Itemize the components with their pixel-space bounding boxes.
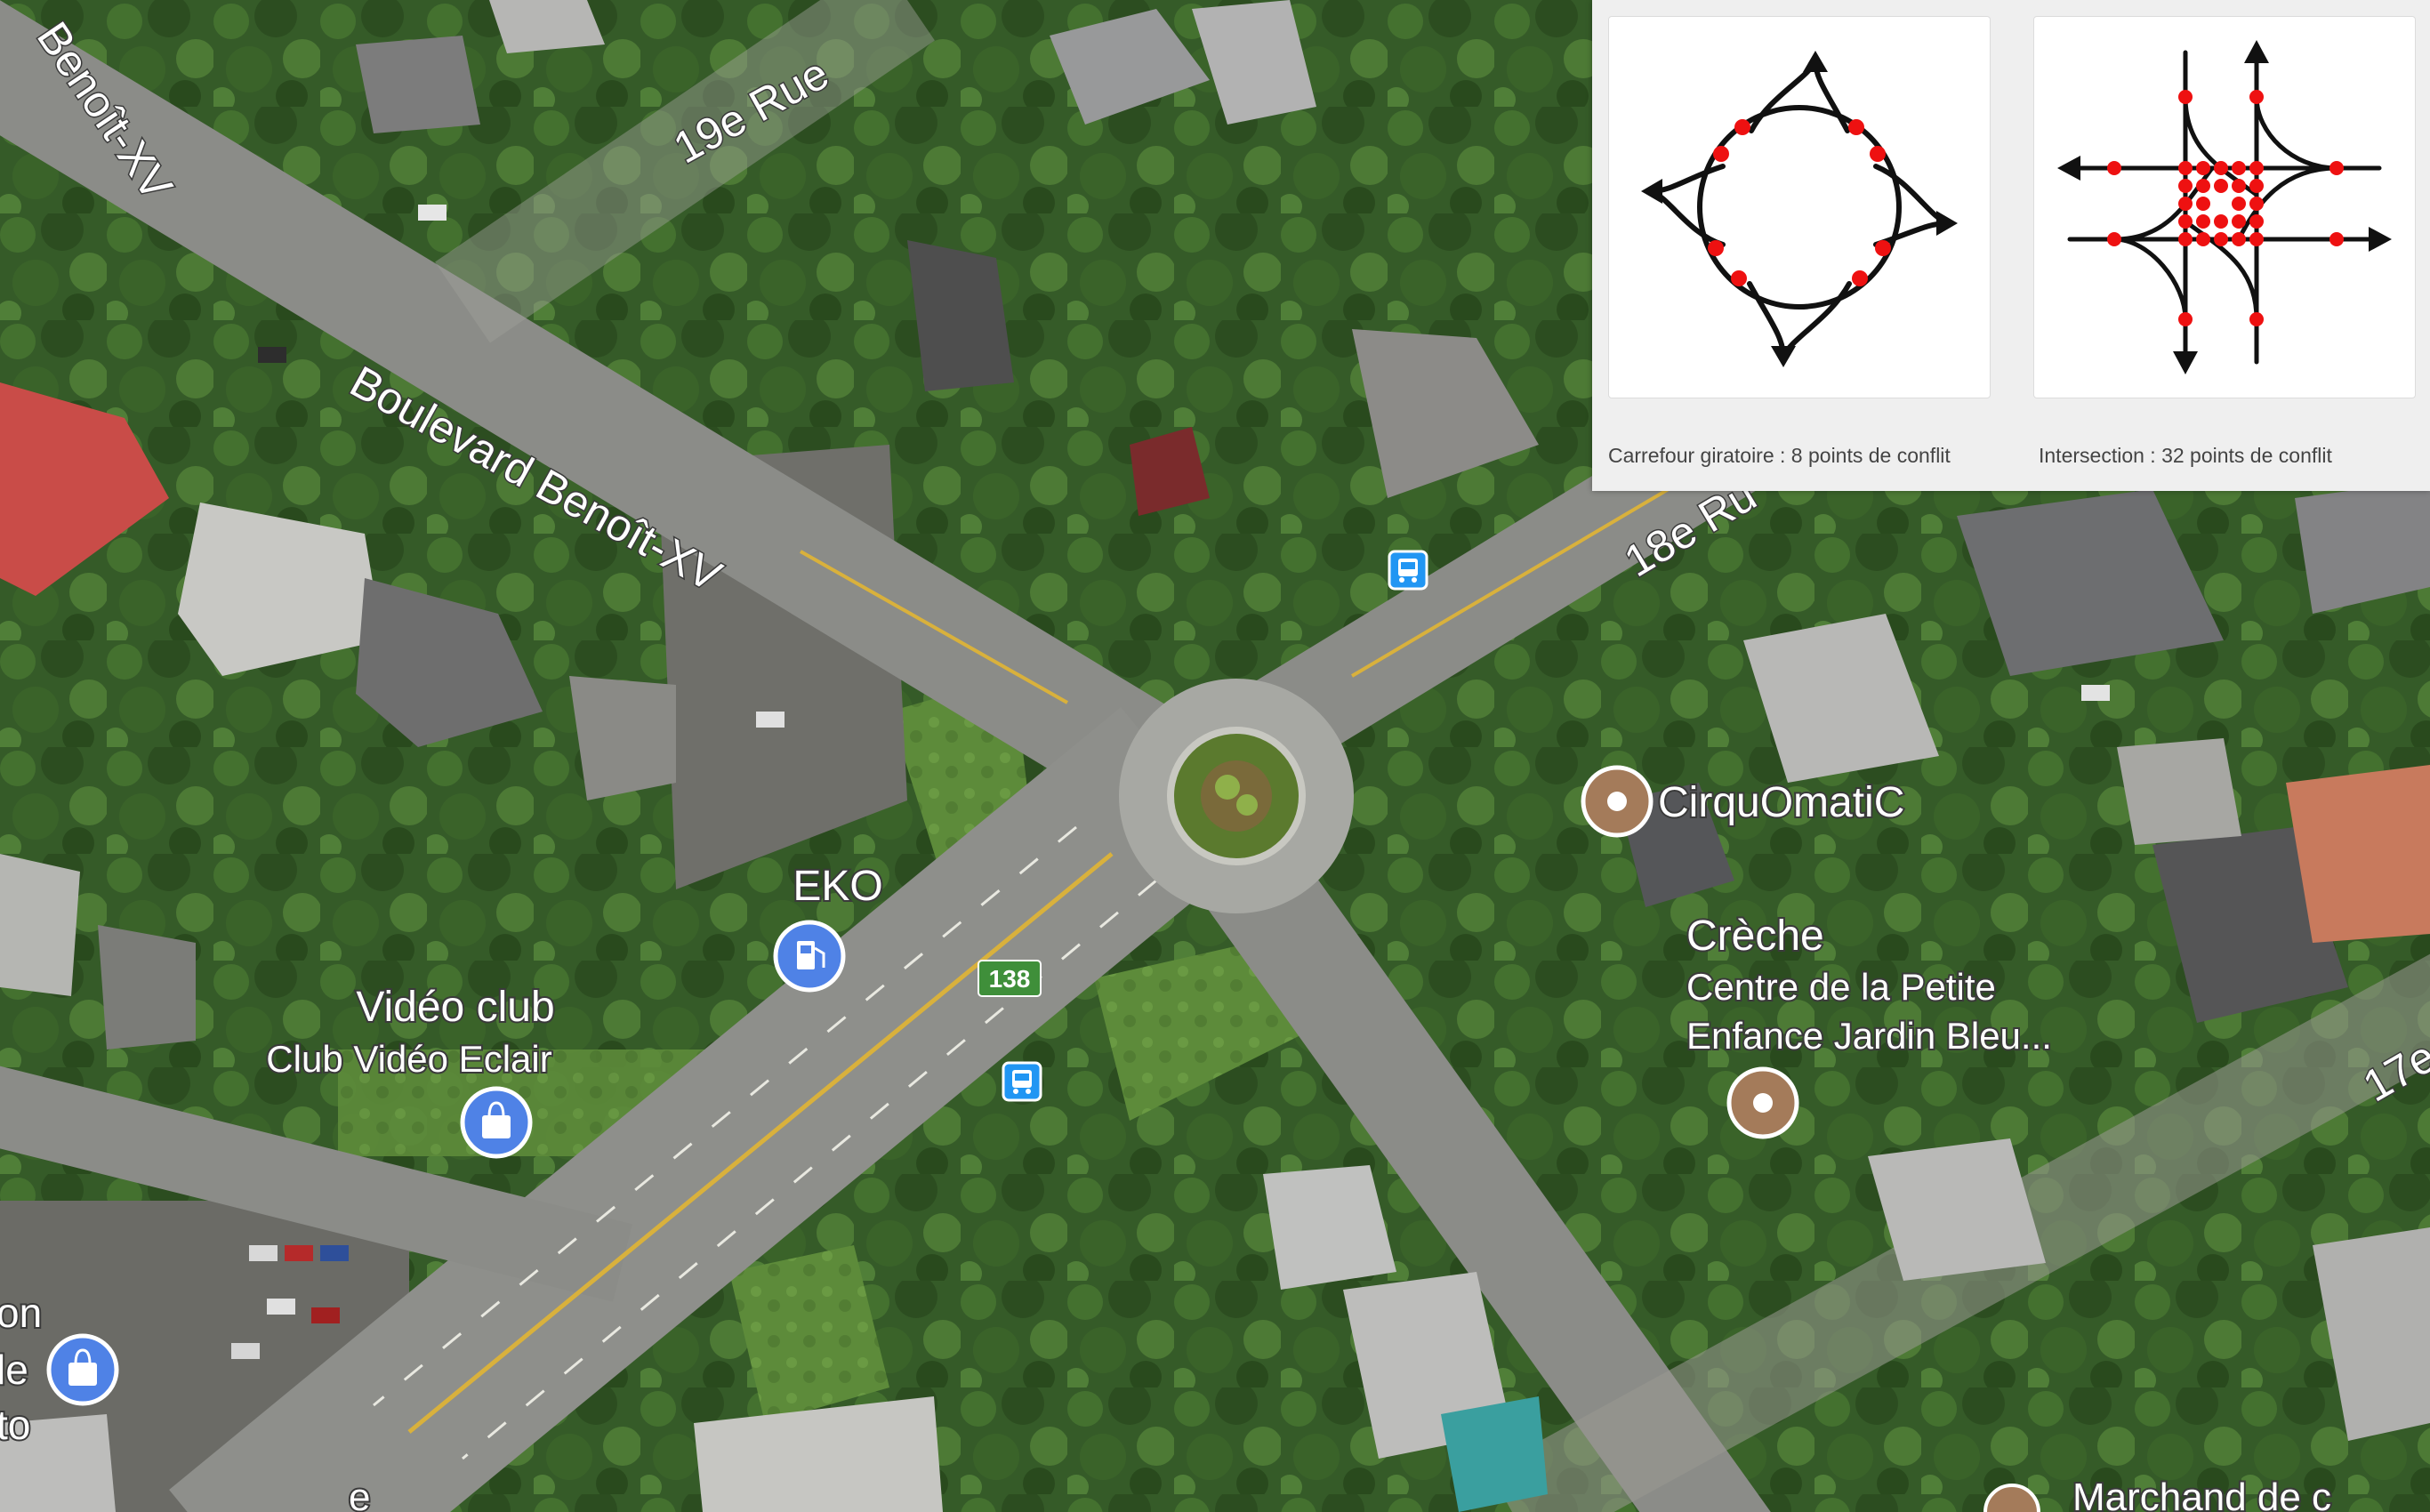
- roundabout-diagram-card: [1608, 16, 1991, 398]
- poi-label-bottom-partial: e: [349, 1476, 370, 1512]
- route-138-shield: 138: [978, 960, 1042, 997]
- roundabout-conflict-points: [1708, 119, 1891, 286]
- intersection-diagram: [2057, 40, 2392, 374]
- shopping-bag-icon[interactable]: [46, 1333, 119, 1406]
- bus-stop-icon[interactable]: [1388, 550, 1428, 591]
- poi-label-creche-name-1: Centre de la Petite: [1686, 966, 1996, 1008]
- poi-label-left-partial-2: le: [0, 1347, 28, 1393]
- gas-station-icon[interactable]: [773, 920, 846, 993]
- svg-text:138: 138: [989, 965, 1031, 993]
- poi-cirquomatic[interactable]: CirquOmatiC: [1581, 765, 1906, 838]
- intersection-caption: Intersection : 32 points de conflit: [2039, 444, 2332, 467]
- shopping-bag-icon[interactable]: [460, 1086, 533, 1159]
- poi-video-club[interactable]: Vidéo club Club Vidéo Eclair: [264, 982, 557, 1159]
- poi-label-marchand: Marchand de c: [2072, 1476, 2331, 1512]
- poi-creche[interactable]: Crèche Centre de la Petite Enfance Jardi…: [1685, 911, 2054, 1139]
- poi-label-club-video-eclair: Club Vidéo Eclair: [266, 1038, 551, 1080]
- poi-label-video-club: Vidéo club: [356, 984, 554, 1031]
- roundabout: [1119, 679, 1354, 913]
- place-icon[interactable]: [1726, 1066, 1799, 1139]
- poi-eko[interactable]: EKO: [773, 861, 885, 993]
- poi-label-cirquomatic: CirquOmatiC: [1658, 779, 1904, 826]
- intersection-conflict-points: [2107, 90, 2344, 326]
- poi-label-left-partial-3: to: [0, 1402, 30, 1448]
- poi-bottom-right-partial[interactable]: Marchand de c: [1983, 1474, 2333, 1512]
- bus-stop-icon[interactable]: [1002, 1061, 1042, 1102]
- roundabout-caption: Carrefour giratoire : 8 points de confli…: [1608, 444, 1951, 467]
- parked-cars: [231, 205, 2110, 1359]
- roundabout-diagram: [1641, 51, 1958, 367]
- poi-label-creche-name-2: Enfance Jardin Bleu...: [1686, 1015, 2052, 1057]
- poi-label-left-partial-1: on: [0, 1290, 42, 1336]
- poi-label-creche: Crèche: [1686, 913, 1824, 960]
- conflict-points-panel: Carrefour giratoire : 8 points de confli…: [1592, 0, 2430, 491]
- poi-left-partial[interactable]: on le to: [0, 1288, 119, 1450]
- poi-label-eko: EKO: [793, 863, 882, 910]
- intersection-diagram-card: [2033, 16, 2416, 398]
- place-icon[interactable]: [1581, 765, 1654, 838]
